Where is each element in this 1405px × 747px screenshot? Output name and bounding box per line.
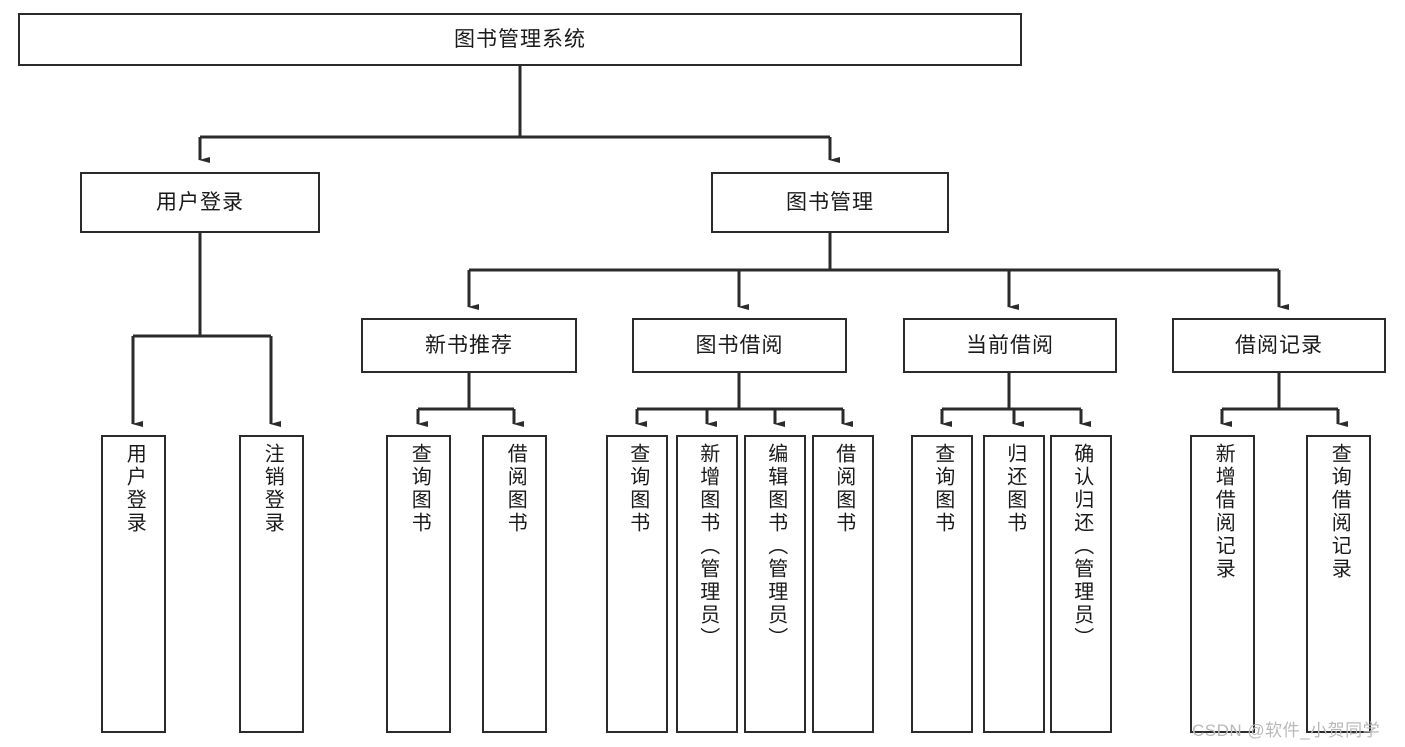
node-leaf-query-record-label: 查询借阅记录 [1328,443,1351,581]
node-leaf-borrow-book-1[interactable]: 借阅图书 [482,435,547,733]
node-root-label: 图书管理系统 [454,27,586,51]
node-leaf-query-book-3[interactable]: 查询图书 [911,435,973,733]
node-leaf-edit-book-label: 编辑图书（管理员） [764,443,787,650]
node-leaf-query-book-1[interactable]: 查询图书 [386,435,451,733]
node-book-borrow-label: 图书借阅 [695,333,784,357]
node-new-book-rec[interactable]: 新书推荐 [361,318,577,373]
node-book-borrow[interactable]: 图书借阅 [632,318,847,373]
node-book-manage-label: 图书管理 [786,190,874,214]
node-leaf-user-login[interactable]: 用户登录 [101,435,166,733]
node-leaf-confirm-return[interactable]: 确认归还（管理员） [1050,435,1112,733]
node-user-login-label: 用户登录 [156,190,244,214]
node-root[interactable]: 图书管理系统 [18,13,1022,66]
node-leaf-query-record[interactable]: 查询借阅记录 [1306,435,1371,733]
node-leaf-query-book-1-label: 查询图书 [408,443,431,535]
csdn-watermark: CSDN @软件_小贺同学 [1192,721,1381,740]
node-leaf-add-book[interactable]: 新增图书（管理员） [676,435,738,733]
node-leaf-add-book-label: 新增图书（管理员） [696,443,719,650]
node-borrow-record-label: 借阅记录 [1235,333,1323,357]
node-leaf-edit-book[interactable]: 编辑图书（管理员） [744,435,806,733]
node-leaf-user-login-label: 用户登录 [123,443,146,535]
node-leaf-logout[interactable]: 注销登录 [239,435,304,733]
node-leaf-return-book-label: 归还图书 [1003,443,1026,535]
node-leaf-borrow-book-2-label: 借阅图书 [832,443,855,535]
node-current-borrow[interactable]: 当前借阅 [903,318,1117,373]
node-borrow-record[interactable]: 借阅记录 [1172,318,1386,373]
node-new-book-rec-label: 新书推荐 [425,333,513,357]
node-leaf-query-book-2[interactable]: 查询图书 [606,435,668,733]
node-current-borrow-label: 当前借阅 [966,333,1054,357]
node-leaf-logout-label: 注销登录 [261,443,284,535]
node-leaf-borrow-book-2[interactable]: 借阅图书 [812,435,874,733]
node-user-login[interactable]: 用户登录 [80,172,320,233]
node-book-manage[interactable]: 图书管理 [711,172,949,233]
node-leaf-query-book-3-label: 查询图书 [931,443,954,535]
node-leaf-return-book[interactable]: 归还图书 [983,435,1045,733]
node-leaf-add-record-label: 新增借阅记录 [1212,443,1235,581]
node-leaf-query-book-2-label: 查询图书 [626,443,649,535]
node-leaf-confirm-return-label: 确认归还（管理员） [1070,443,1093,650]
node-leaf-borrow-book-1-label: 借阅图书 [504,443,527,535]
node-leaf-add-record[interactable]: 新增借阅记录 [1190,435,1255,733]
